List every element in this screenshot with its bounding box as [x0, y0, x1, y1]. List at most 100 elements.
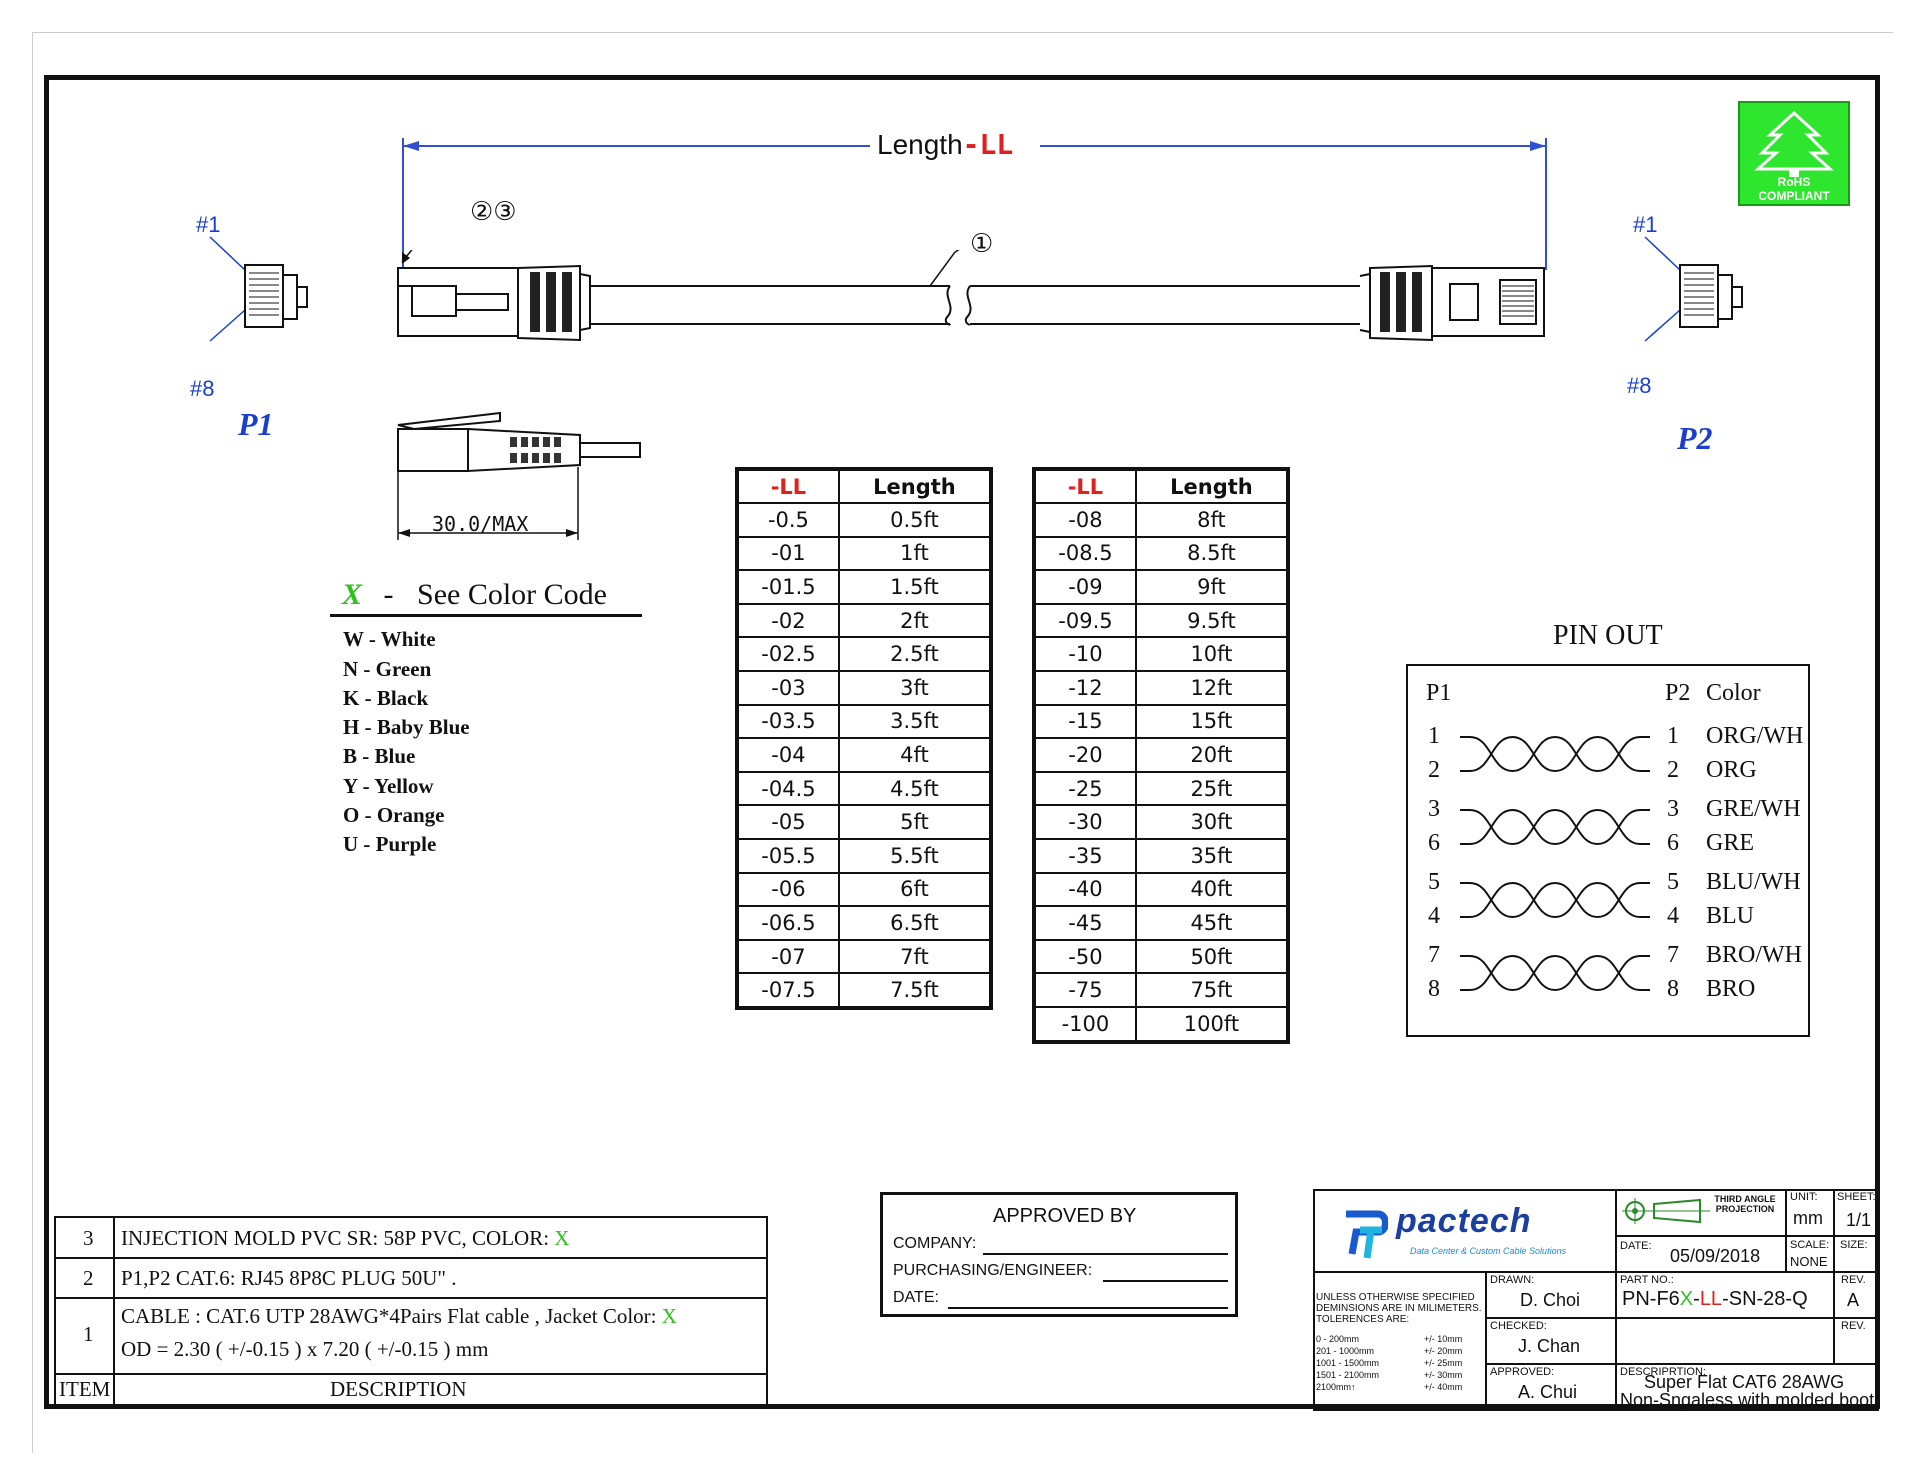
twisted-wire	[1460, 808, 1650, 846]
cell-ll-code: -75	[1033, 972, 1137, 1008]
checked-label: CHECKED:	[1490, 1320, 1547, 1332]
cell-length: 3.5ft	[837, 703, 993, 740]
checked-value: J. Chan	[1518, 1336, 1581, 1356]
tolerance-range: 0 - 200mm	[1316, 1334, 1360, 1344]
partno-dash: -	[1693, 1288, 1700, 1310]
cell-ll-code: -03.5	[736, 703, 840, 740]
cell-length: 7ft	[837, 938, 993, 975]
color-code-heading: X - See Color Code	[330, 578, 642, 617]
color-code-x: X	[342, 578, 363, 611]
twisted-wire	[1460, 735, 1650, 773]
cell-ll-code: -40	[1033, 871, 1137, 908]
pin-color: BRO/WH	[1706, 942, 1802, 968]
tolerance-note: UNLESS OTHERWISE SPECIFIED DEMINSIONS AR…	[1316, 1292, 1482, 1325]
pin-p1-number: 2	[1428, 757, 1440, 783]
approved-title: APPROVED BY	[993, 1205, 1137, 1227]
length-text: Length	[877, 129, 963, 160]
callout-2-3: ②③	[470, 197, 517, 227]
bom-header-item: ITEM	[59, 1377, 111, 1401]
partno-value: PN-F6X-LL-SN-28-Q	[1622, 1288, 1808, 1311]
bom-description: P1,P2 CAT.6: RJ45 8P8C PLUG 50U" .	[121, 1266, 457, 1290]
tolerance-value: +/- 10mm	[1424, 1334, 1463, 1344]
cell-length: 35ft	[1134, 837, 1290, 874]
approved-label: APPROVED:	[1490, 1366, 1555, 1378]
tolerance-range: 2100mm↑	[1316, 1382, 1356, 1392]
partno-suffix: -SN-28-Q	[1722, 1288, 1808, 1310]
drawn-value: D. Choi	[1520, 1290, 1581, 1310]
pin-p2-number: 6	[1667, 830, 1679, 856]
cell-ll-code: -0.5	[736, 502, 840, 538]
cell-length: 0.5ft	[837, 502, 993, 538]
pinout-box	[1406, 664, 1810, 1037]
p1-label: P1	[238, 406, 274, 442]
rohs-line1: RoHS	[1777, 175, 1811, 189]
bom-description: CABLE : CAT.6 UTP 28AWG*4Pairs Flat cabl…	[121, 1304, 677, 1329]
cell-ll-code: -12	[1033, 669, 1137, 706]
bom-description-line2: OD = 2.30 ( +/-0.15 ) x 7.20 ( +/-0.15 )…	[121, 1337, 489, 1361]
unit-label: UNIT:	[1790, 1191, 1818, 1203]
pinout-twists	[1460, 735, 1650, 992]
cell-length: 25ft	[1134, 770, 1290, 807]
date-label: DATE:	[1620, 1240, 1652, 1252]
cell-length: 6.5ft	[837, 905, 993, 941]
p2-label: P2	[1677, 420, 1713, 456]
pin-color: BRO	[1706, 976, 1756, 1002]
rohs-badge: RoHS COMPLIANT	[1738, 101, 1850, 206]
cell-ll-code: -45	[1033, 905, 1137, 941]
bom-desc-x: X	[554, 1226, 570, 1250]
pinout-col-p1: P1	[1426, 680, 1452, 706]
color-code-item: H - Baby Blue	[343, 715, 470, 739]
twisted-wire	[1460, 735, 1650, 773]
pin-color: ORG/WH	[1706, 723, 1804, 749]
tolerance-value: +/- 30mm	[1424, 1370, 1463, 1380]
pin-p1-number: 5	[1428, 869, 1440, 895]
callout-1: ①	[970, 229, 994, 259]
twisted-wire	[1460, 808, 1650, 846]
p2-pin-top: #1	[1633, 212, 1658, 237]
p1-pin-bottom: #8	[190, 376, 215, 401]
pin-p2-number: 1	[1667, 723, 1679, 749]
cell-ll-code: -04	[736, 737, 840, 773]
color-code-item: Y - Yellow	[343, 774, 434, 798]
drawing-frame	[44, 75, 1880, 1409]
pactech-mark-icon	[1346, 1210, 1388, 1259]
pin-p1-number: 4	[1428, 903, 1440, 929]
rev2-label: REV.	[1841, 1320, 1866, 1332]
twisted-pair	[1460, 881, 1650, 919]
cell-length: 8ft	[1134, 502, 1290, 538]
cell-ll-code: -05	[736, 804, 840, 840]
cell-length: 75ft	[1134, 972, 1290, 1008]
partno-x: X	[1679, 1288, 1694, 1310]
approved-date-label: DATE:	[893, 1289, 939, 1306]
logo-tagline: Data Center & Custom Cable Solutions	[1410, 1246, 1567, 1256]
approved-date-line	[948, 1307, 1228, 1309]
color-code-item: K - Black	[343, 686, 429, 710]
cell-ll-code: -05.5	[736, 837, 840, 874]
cell-length: 9ft	[1134, 569, 1290, 605]
cell-length: 9.5ft	[1134, 602, 1290, 639]
color-code-item: W - White	[343, 627, 436, 651]
cell-length: 4ft	[837, 737, 993, 773]
p2-pin-bottom: #8	[1627, 373, 1652, 398]
twisted-pair	[1460, 954, 1650, 992]
cell-ll-code: -15	[1033, 703, 1137, 740]
pin-color: GRE/WH	[1706, 796, 1801, 822]
approved-purchasing-line	[1103, 1280, 1228, 1282]
cell-length: 100ft	[1134, 1005, 1290, 1043]
pin-p2-number: 4	[1667, 903, 1679, 929]
cell-length: 40ft	[1134, 871, 1290, 908]
col-length-header: Length	[1134, 468, 1290, 504]
rohs-line2: COMPLIANT	[1758, 189, 1830, 203]
